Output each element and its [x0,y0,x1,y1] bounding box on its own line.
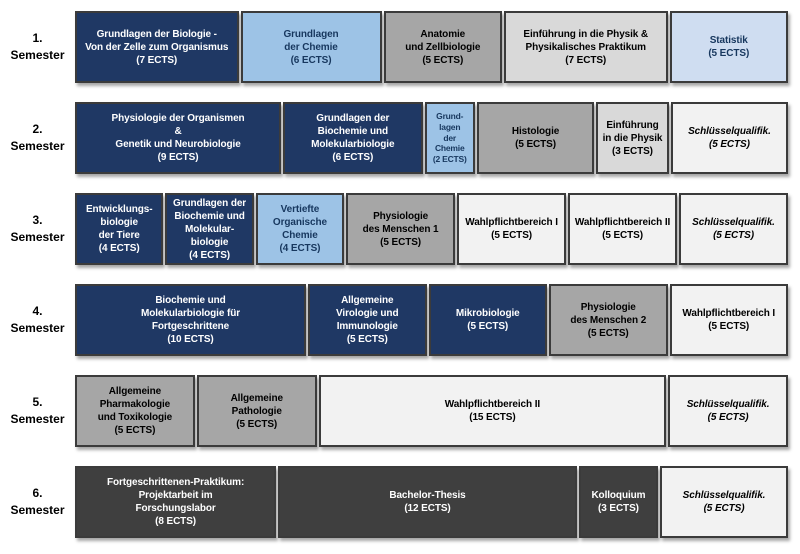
course-block: Einführung in die Physik & Physikalische… [504,11,668,83]
semester-blocks: Physiologie der Organismen & Genetik und… [75,102,789,174]
semester-row: 4. Semester Biochemie und Molekularbiolog… [0,284,788,356]
course-block: Vertiefte Organische Chemie (4 ECTS) [255,193,345,265]
semester-row: 2. Semester Physiologie der Organismen & … [0,102,789,174]
course-block: Anatomie und Zellbiologie (5 ECTS) [383,11,502,83]
semester-label: 4. Semester [10,303,65,335]
course-block: Wahlpflichtbereich I (5 ECTS) [457,193,567,265]
course-block: Schlüsselqualifik. (5 ECTS) [679,193,788,265]
semester-label: 2. Semester [10,121,65,153]
course-block: Kolloquium (3 ECTS) [578,466,659,538]
course-block: Physiologie des Menschen 2 (5 ECTS) [549,284,668,356]
course-block: Entwicklungs- biologie der Tiere (4 ECTS… [75,193,164,265]
course-block: Bachelor-Thesis (12 ECTS) [278,466,577,538]
semester-blocks: Allgemeine Pharmakologie und Toxikologie… [75,375,788,447]
course-block: Biochemie und Molekularbiologie für Fort… [75,284,306,356]
course-block: Mikrobiologie (5 ECTS) [428,284,547,356]
course-block: Wahlpflichtbereich I (5 ECTS) [669,284,788,356]
course-block: Allgemeine Pathologie (5 ECTS) [196,375,317,447]
semester-row: 6. Semester Fortgeschrittenen-Praktikum: … [0,466,788,538]
course-block: Grundlagen der Biochemie und Molekular- … [165,193,254,265]
course-block: Wahlpflichtbereich II (15 ECTS) [318,375,667,447]
course-block: Schlüsselqualifik. (5 ECTS) [670,102,789,174]
course-block: Grundlagen der Biochemie und Molekularbi… [283,102,423,174]
course-block: Physiologie des Menschen 1 (5 ECTS) [346,193,456,265]
course-block: Fortgeschrittenen-Praktikum: Projektarbe… [75,466,277,538]
course-block: Grundlagen der Biologie - Von der Zelle … [75,11,239,83]
course-block: Physiologie der Organismen & Genetik und… [75,102,282,174]
semester-row: 5. Semester Allgemeine Pharmakologie und … [0,375,788,447]
course-block: Schlüsselqualifik. (5 ECTS) [668,375,788,447]
course-block: Schlüsselqualifik. (5 ECTS) [660,466,788,538]
semester-blocks: Biochemie und Molekularbiologie für Fort… [75,284,788,356]
semester-blocks: Fortgeschrittenen-Praktikum: Projektarbe… [75,466,788,538]
semester-label: 5. Semester [10,394,65,426]
course-block: Grund- lagen der Chemie (2 ECTS) [424,102,475,174]
course-block: Allgemeine Pharmakologie und Toxikologie… [75,375,195,447]
semester-row: 1. Semester Grundlagen der Biologie - Von… [0,11,788,83]
course-block: Statistik (5 ECTS) [669,11,788,83]
course-block: Einführung in die Physik (3 ECTS) [596,102,669,174]
semester-blocks: Grundlagen der Biologie - Von der Zelle … [75,11,788,83]
semester-blocks: Entwicklungs- biologie der Tiere (4 ECTS… [75,193,788,265]
course-block: Grundlagen der Chemie (6 ECTS) [240,11,382,83]
course-block: Wahlpflichtbereich II (5 ECTS) [568,193,678,265]
semester-label: 3. Semester [10,212,65,244]
course-block: Histologie (5 ECTS) [476,102,595,174]
semester-label: 6. Semester [10,485,65,517]
semester-label: 1. Semester [10,30,65,62]
semester-row: 3. Semester Entwicklungs- biologie der Ti… [0,193,788,265]
course-block: Allgemeine Virologie und Immunologie (5 … [308,284,427,356]
